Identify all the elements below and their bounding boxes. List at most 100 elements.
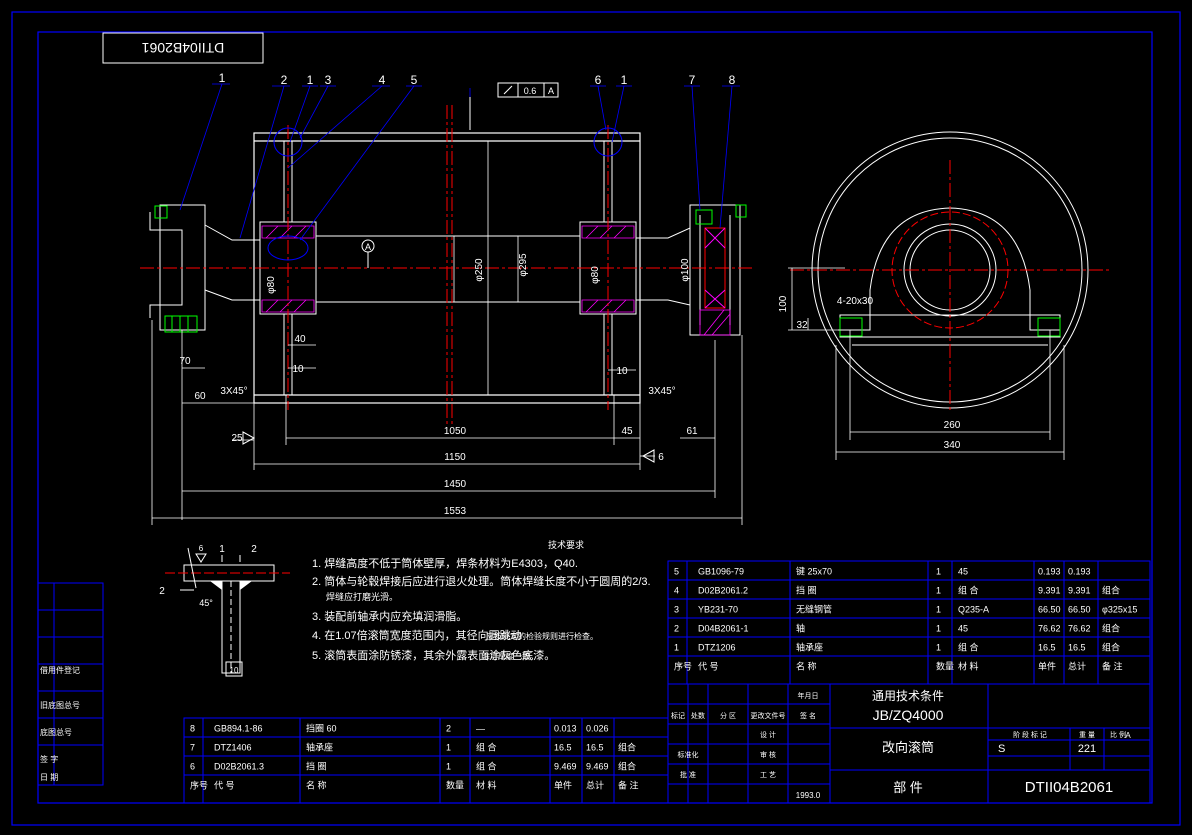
balloon-1c: 1 [621, 73, 628, 87]
dim-dia-left: φ80 [266, 276, 277, 294]
dim-70: 70 [179, 356, 191, 367]
balloon-4: 4 [379, 73, 386, 87]
balloon-1b: 1 [307, 73, 314, 87]
bom-header-cell: 数量 [936, 660, 954, 671]
bom-cell: YB231-70 [698, 604, 738, 614]
end-view-center-lines [790, 160, 1110, 410]
bom-header-cell: 代 号 [698, 661, 719, 671]
center-lines [140, 105, 755, 425]
bom-cell: 3 [674, 604, 679, 614]
bom-cell: 1 [936, 604, 941, 614]
bom-cell: 组 合 [958, 641, 979, 652]
weld-size-10: 10 [230, 666, 239, 675]
balloon-7: 7 [689, 73, 696, 87]
bom-cell: 0.193 [1038, 566, 1061, 576]
bom-cell: 2 [446, 723, 451, 733]
title-stamp: DTII04B2061 [102, 32, 264, 64]
roughness-25: 25 [231, 433, 243, 444]
weld-circles [267, 127, 623, 261]
dim-1450: 1450 [444, 479, 467, 490]
tb-standard-line1: 通用技术条件 [872, 689, 944, 703]
dim-dia-295: φ295 [518, 253, 529, 277]
bom-cell: 0.193 [1068, 566, 1091, 576]
tb-weight: 221 [1078, 743, 1096, 755]
dim-32: 32 [796, 320, 808, 331]
note-4-cont: 应按规定的检验规则进行检查。 [486, 631, 598, 641]
bom-cell: 1 [446, 761, 451, 771]
bom-cell: 16.5 [1068, 642, 1086, 652]
bom-header-cell: 材 料 [958, 660, 979, 671]
balloon-leaders [179, 83, 740, 241]
strip-label-0: 借用件登记 [40, 665, 80, 675]
balloon-6: 6 [595, 73, 602, 87]
bom-cell: Q235-A [958, 604, 989, 614]
balloon-3: 3 [325, 73, 332, 87]
bom-header-cell: 序号 [190, 779, 208, 790]
bom-header-cell: 单件 [1038, 660, 1056, 671]
bom-cell: 66.50 [1068, 604, 1091, 614]
bom-cell: 组合 [618, 760, 636, 771]
web-plates [283, 141, 613, 395]
strip-label-6: 日 期 [40, 773, 58, 782]
tb-signer-process: 工 艺 [760, 771, 776, 779]
bom-header-cell: 单件 [554, 779, 572, 790]
balloon-5: 5 [411, 73, 418, 87]
bom-cell: 键 25x70 [796, 565, 832, 576]
bom-cell: 7 [190, 742, 195, 752]
tb-row-mark: 标记 [671, 711, 685, 720]
bom-cell: 9.391 [1068, 585, 1091, 595]
tb-name: 改向滚筒 [882, 740, 934, 755]
bom-cell: GB894.1-86 [214, 723, 263, 733]
bom-cell: 2 [674, 623, 679, 633]
note-5-cont: 涂层厚度一致。 [482, 651, 538, 661]
dim-4-20x30: 4-20x30 [837, 296, 874, 307]
balloon-1a: 1 [219, 71, 226, 85]
dimension-texts: 70 60 3X45° 40 10 10 3X45° 1050 45 61 11… [179, 253, 698, 517]
title-block: 通用技术条件 JB/ZQ4000 改向滚筒 部 件 DTII04B2061 S … [667, 683, 1151, 804]
dim-1553: 1553 [444, 506, 467, 517]
note-5: 5. 滚筒表面涂防锈漆，其余外露表面涂灰色底漆。 [312, 648, 555, 662]
bom-cell: — [476, 723, 485, 733]
bom-cell: 组 合 [476, 741, 497, 752]
dim-10-left: 10 [292, 364, 304, 375]
bom-header-cell: 名 称 [796, 660, 817, 671]
note-2-cont: 焊缝应打磨光滑。 [326, 591, 398, 602]
bom-header-cell: 序号 [674, 660, 692, 671]
bom-cell: 9.469 [554, 761, 577, 771]
bom-cell: 9.391 [1038, 585, 1061, 595]
roughness-symbols [242, 431, 655, 463]
bom-cell: 组合 [618, 741, 636, 752]
strip-label-4: 底图总号 [40, 727, 72, 737]
end-view-dim-texts: 260 340 100 32 4-20x30 [778, 295, 961, 451]
dim-10-right: 10 [616, 366, 628, 377]
tb-signer-design: 设 计 [760, 730, 776, 739]
bom-header-cell: 总计 [586, 779, 604, 790]
balloon-2: 2 [281, 73, 288, 87]
bom-cell: DTZ1406 [214, 742, 252, 752]
weld-detail: 1 2 6 2 45° 10 [159, 544, 290, 677]
bom-cell: 轴 [796, 622, 805, 633]
bom-cell: 16.5 [586, 742, 604, 752]
bom-header-cell: 总计 [1068, 660, 1086, 671]
bearing-left [154, 205, 198, 333]
tb-hdr-weight: 重 量 [1079, 731, 1095, 739]
tb-hdr-scale: 比 例 [1110, 730, 1126, 739]
bom-cell: D02B2061.3 [214, 761, 264, 771]
dim-45: 45 [621, 426, 633, 437]
dim-40: 40 [294, 334, 306, 345]
bom-cell: 66.50 [1038, 604, 1061, 614]
bom-cell: 76.62 [1038, 623, 1061, 633]
tb-row-count: 处数 [691, 711, 705, 720]
dim-1150: 1150 [444, 452, 466, 463]
tb-signer-standard: 标准化 [678, 750, 699, 759]
bom-cell: 1 [446, 742, 451, 752]
dim-60: 60 [194, 391, 206, 402]
weld-label-2b: 2 [159, 586, 165, 597]
note-3: 3. 装配前轴承内应充填润滑脂。 [312, 609, 467, 623]
bom-cell: 1 [936, 566, 941, 576]
bom-cell: 挡 圈 [306, 760, 327, 771]
bom-cell: 8 [190, 723, 195, 733]
